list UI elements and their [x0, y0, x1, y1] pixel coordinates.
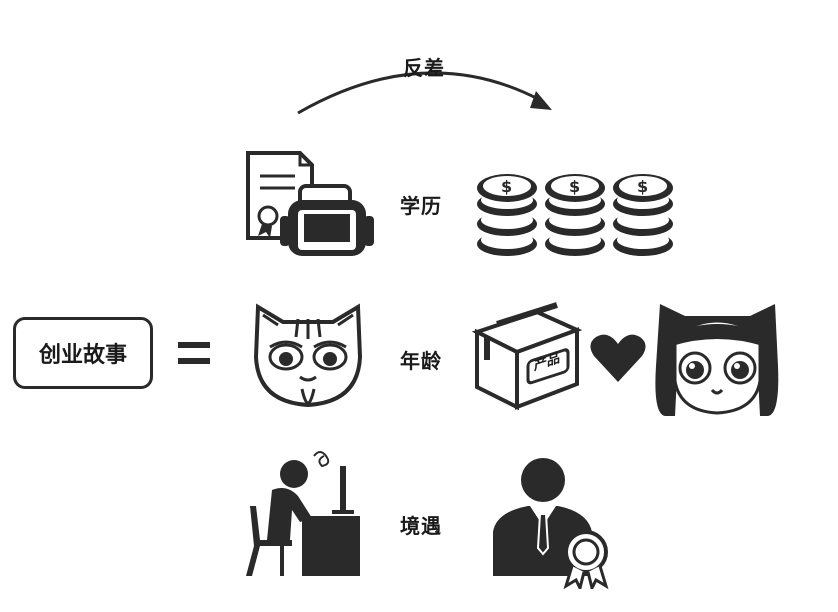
- row-label-age: 年龄: [400, 349, 442, 373]
- diploma-bag-icon: [246, 151, 374, 256]
- row-label-circumstance: 境遇: [400, 514, 442, 538]
- equals-sign: [178, 336, 210, 370]
- product-box-icon: [472, 302, 582, 411]
- story-box: 创业故事: [13, 317, 153, 389]
- heart-icon: [590, 334, 646, 382]
- arrow-label: 反差: [403, 56, 445, 80]
- coins-icon: $: [477, 174, 673, 256]
- old-cat-icon: [253, 303, 363, 408]
- businessman-award-icon: [493, 458, 609, 589]
- girl-icon: [655, 304, 779, 416]
- row-label-education: 学历: [400, 194, 442, 218]
- desk-worker-icon: [246, 451, 360, 576]
- svg-text:$: $: [501, 177, 512, 196]
